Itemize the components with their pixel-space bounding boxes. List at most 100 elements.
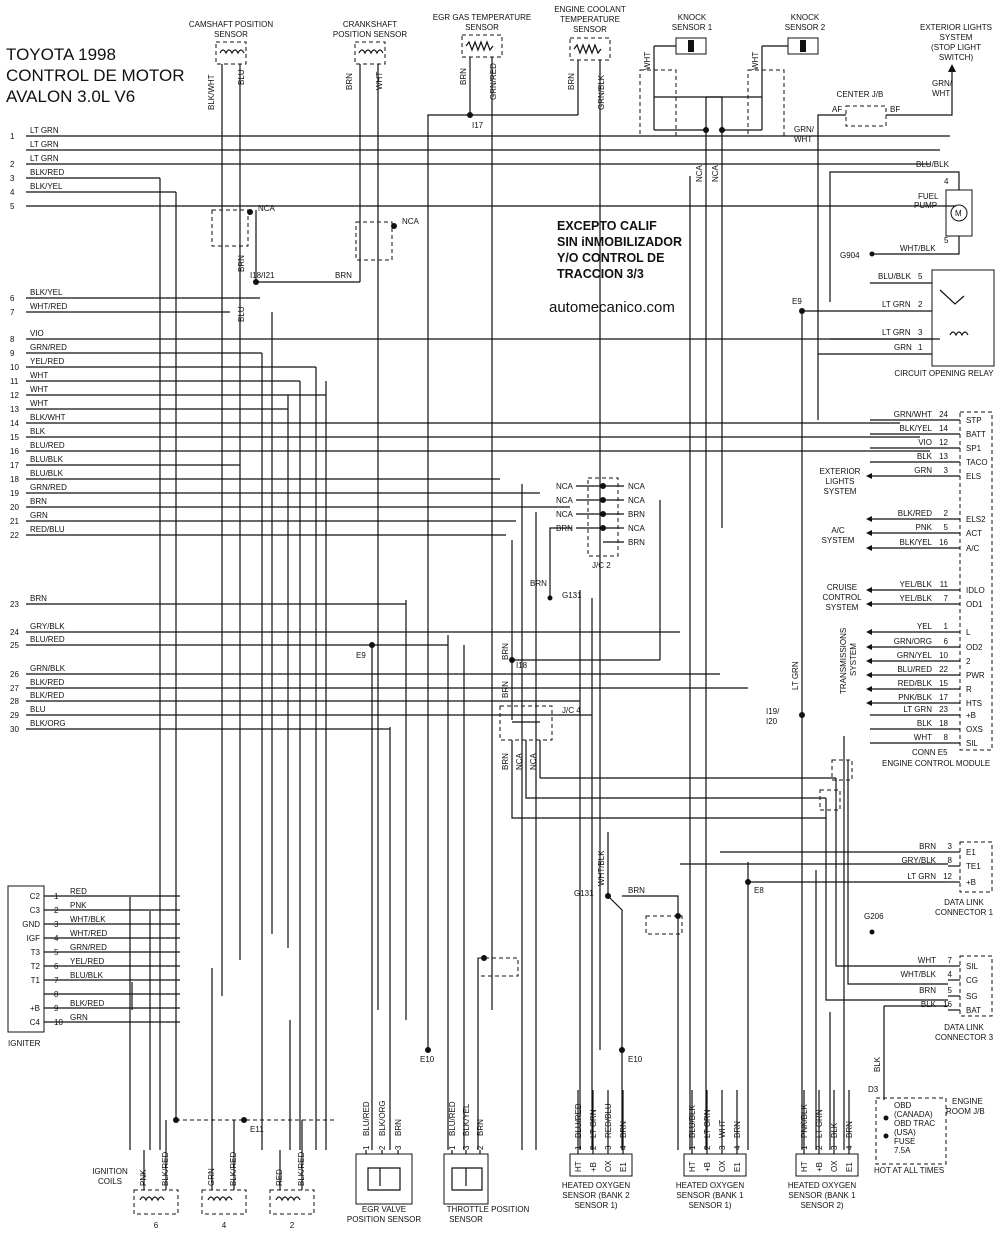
arrow-left-icon (866, 700, 872, 706)
blu-label: BLU (237, 306, 246, 322)
note-line-1: EXCEPTO CALIF (557, 219, 657, 233)
oxygen-pin-number: 2 (815, 1145, 824, 1150)
oxygen-wire-color: BRN (845, 1121, 854, 1138)
row-number: 24 (10, 628, 19, 637)
row-number: 10 (10, 363, 19, 372)
ecm-wire-color: LT GRN (903, 705, 932, 714)
row-wire-color: GRN/RED (30, 483, 67, 492)
crankshaft-wire-1: BRN (345, 73, 354, 90)
oxygen-pin-name: +B (589, 1162, 598, 1172)
ecm-wire-color: PNK (916, 523, 933, 532)
relay-wire-5: BLU/BLK (878, 272, 912, 281)
coil-icon (219, 49, 245, 55)
coil-wire-1: GRN (207, 1168, 216, 1186)
row-wire-color: YEL/RED (30, 357, 64, 366)
dlc1-body (959, 841, 993, 893)
knock2-label-2: SENSOR 2 (785, 23, 826, 32)
ext-lights-label-2: SYSTEM (940, 33, 973, 42)
ho2-splice-connector (645, 915, 683, 935)
row-number: 22 (10, 531, 19, 540)
oxygen-wire-color: LT GRN (703, 1109, 712, 1138)
dlc-pin-name: CG (966, 976, 978, 985)
jc2-right-wire: NCA (628, 482, 646, 491)
af-label: AF (832, 105, 842, 114)
fuel-pump-pin-top: 4 (944, 177, 949, 186)
oxygen-pin-name: +B (703, 1162, 712, 1172)
circuit-opening-relay: CIRCUIT OPENING RELAY BLU/BLK 5 LT GRN 2… (792, 269, 995, 378)
dlc1-label-1: DATA LINK (944, 898, 984, 907)
coolant-wire-1: BRN (567, 73, 576, 90)
oxygen-wire-color: BRN (619, 1121, 628, 1138)
arrow-left-icon (866, 672, 872, 678)
camshaft-label-1: CAMSHAFT POSITION (189, 20, 274, 29)
ecm-pin-name: ACT (966, 529, 982, 538)
coil-wire-2: BLK/RED (297, 1152, 306, 1186)
row-wire-color: BLK (30, 427, 46, 436)
row-wire-color: LT GRN (30, 126, 59, 135)
row-number: 6 (10, 294, 15, 303)
jc2-body (587, 477, 619, 557)
row-wire-color: BLK/YEL (30, 182, 63, 191)
exterior-lights-stop-switch: EXTERIOR LIGHTS SYSTEM (STOP LIGHT SWITC… (794, 23, 992, 420)
potentiometer-icon (367, 1167, 401, 1191)
jc4-label: J/C 4 (562, 706, 581, 715)
motor-icon (950, 204, 968, 222)
row-number: 11 (10, 377, 19, 386)
igniter-pin-label: C4 (30, 1018, 41, 1027)
grn-wht-label: GRN/ (932, 79, 953, 88)
ho2-b1s2-label-3: SENSOR 2) (800, 1201, 843, 1210)
oxygen-pin-name: OX (830, 1160, 839, 1172)
relay-pin-2: 2 (918, 300, 923, 309)
fuse-label-3: OBD TRAC (894, 1119, 935, 1128)
ext-lights-mid-3: SYSTEM (824, 487, 857, 496)
arrow-left-icon (866, 516, 872, 522)
camshaft-label-2: SENSOR (214, 30, 248, 39)
dlc-pin-number: 8 (948, 856, 953, 865)
coolant-label-2: TEMPERATURE (560, 15, 620, 24)
oxygen-pin-number: 2 (703, 1145, 712, 1150)
e8-label: E8 (754, 886, 764, 895)
crankshaft-label-1: CRANKSHAFT (343, 20, 397, 29)
row-wire-color: GRN/BLK (30, 664, 66, 673)
ecm-pin-name: TACO (966, 458, 988, 467)
ecm-wire-color: BLK/YEL (900, 538, 933, 547)
ecm-pin-number: 10 (939, 651, 948, 660)
row-number: 2 (10, 160, 15, 169)
row-wire-color: RED/BLU (30, 525, 65, 534)
knock1-label-1: KNOCK (678, 13, 707, 22)
oxygen-wire-color: BLK (830, 1122, 839, 1138)
oxygen-pin-name: HT (800, 1161, 809, 1172)
coil-icon (275, 1196, 301, 1202)
ho2-b1s2-label-2: SENSOR (BANK 1 (788, 1191, 856, 1200)
note-line-2: SIN iNMOBILIZADOR (557, 235, 682, 249)
i18-i21-label: I18/I21 (250, 271, 275, 280)
row-wire-color: BLK/WHT (30, 413, 66, 422)
jc2-label: J/C 2 (592, 561, 611, 570)
d3-label: D3 (868, 1085, 879, 1094)
fuel-pump: BLU/BLK 4 M FUEL PUMP 5 WHT/BLK G904 (829, 160, 973, 302)
knock-connector-2 (747, 69, 785, 137)
e10-label: E10 (628, 1055, 643, 1064)
coil-number: 4 (222, 1221, 227, 1230)
coils-label-2: COILS (98, 1177, 122, 1186)
ecm-pin-number: 2 (944, 509, 949, 518)
sensor-pin-number: 2 (378, 1145, 387, 1150)
oxygen-pin-name: OX (718, 1160, 727, 1172)
ecm-wire-color: BLU/RED (897, 665, 932, 674)
ecm-pin-number: 3 (944, 466, 949, 475)
row-number: 18 (10, 475, 19, 484)
sensor-pin-color: BLU/RED (448, 1101, 457, 1136)
center-jb-connector (845, 105, 887, 127)
motor-icon-m: M (955, 209, 962, 218)
ecm-pin-name: PWR (966, 671, 985, 680)
coils-label-1: IGNITION (92, 1167, 128, 1176)
row-wire-color: WHT (30, 371, 48, 380)
coil-number: 6 (154, 1221, 159, 1230)
bf-label: BF (890, 105, 900, 114)
